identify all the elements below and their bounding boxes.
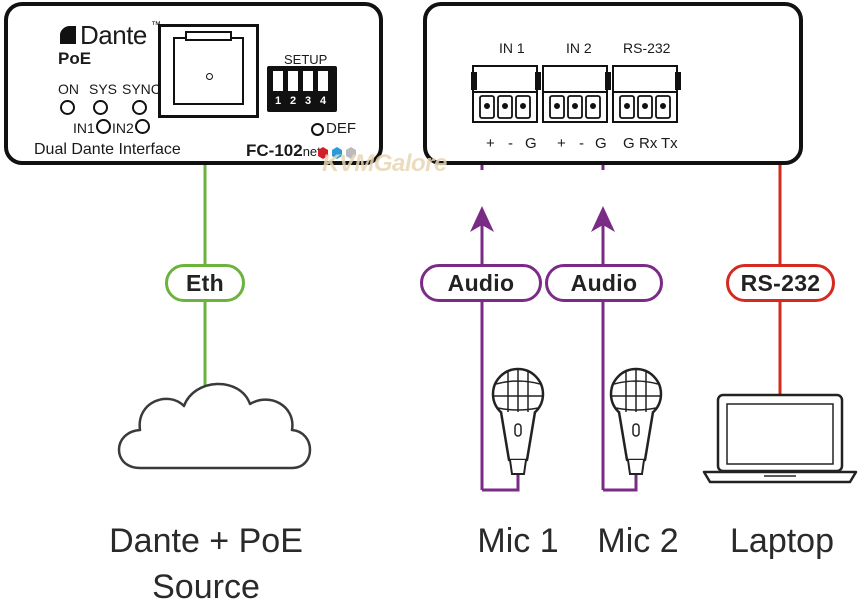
port-label-in2: IN 2	[566, 40, 592, 56]
def-label: DEF	[326, 120, 356, 137]
rs232-pill: RS-232	[726, 264, 835, 302]
led-label-sync: SYNC	[122, 81, 161, 97]
led-in2	[135, 119, 150, 134]
port-label-rs232: RS-232	[623, 40, 671, 56]
microphone-icon	[609, 367, 663, 475]
audio2-pill: Audio	[545, 264, 663, 302]
microphone-icon	[491, 367, 545, 475]
poe-label: PoE	[58, 49, 92, 68]
eth-pill: Eth	[165, 264, 245, 302]
pin-in2-minus: -	[579, 135, 584, 152]
pin-rs232-tx: Tx	[661, 135, 678, 152]
dip-number-2: 2	[290, 95, 297, 107]
trademark-mark: ™	[151, 20, 161, 31]
audio2-arrow-icon	[591, 206, 615, 232]
device-subtitle: Dual Dante Interface	[34, 141, 181, 158]
dip-number-1: 1	[275, 95, 282, 107]
dante-logo-icon	[60, 26, 76, 44]
source-caption: Dante + PoE Source	[90, 518, 322, 610]
dip-number-4: 4	[320, 95, 327, 107]
dante-brand: Dante	[80, 20, 147, 50]
terminal-device: IN 1 IN 2 RS-232 + - G + - G G	[423, 2, 803, 165]
model-suffix: net	[302, 144, 321, 159]
led-label-on: ON	[58, 81, 79, 97]
source-caption-line2: Source	[152, 568, 260, 606]
dip-switch-icon[interactable]	[267, 66, 337, 112]
pin-in1-plus: +	[486, 135, 495, 152]
audio1-cable-return	[482, 472, 520, 492]
pin-rs232-rx: Rx	[639, 135, 658, 152]
port-label-in1: IN 1	[499, 40, 525, 56]
led-on	[60, 100, 75, 115]
led-label-in2: IN2	[112, 120, 134, 136]
audio1-arrow-icon	[470, 206, 494, 232]
cloud-icon	[117, 382, 312, 470]
led-sys	[93, 100, 108, 115]
model-name: FC-102net	[246, 141, 321, 161]
pin-in1-minus: -	[508, 135, 513, 152]
mic2-caption: Mic 2	[597, 522, 679, 560]
pin-in2-ground: G	[595, 135, 607, 152]
mic1-caption: Mic 1	[477, 522, 559, 560]
def-button[interactable]	[311, 123, 324, 136]
pin-rs232-ground: G	[623, 135, 635, 152]
audio1-pill: Audio	[420, 264, 542, 302]
led-in1	[96, 119, 111, 134]
led-sync	[132, 100, 147, 115]
terminal-block-icon[interactable]	[471, 64, 691, 126]
source-caption-line1: Dante + PoE	[109, 522, 303, 560]
pin-in1-ground: G	[525, 135, 537, 152]
led-label-sys: SYS	[89, 81, 118, 97]
laptop-caption: Laptop	[730, 522, 834, 560]
watermark: KVMGalore	[322, 150, 447, 177]
hexagon-logo-icon	[318, 147, 356, 159]
audio2-cable-return	[603, 472, 638, 492]
setup-label: SETUP	[284, 52, 328, 67]
laptop-icon	[702, 393, 858, 484]
led-label-in1: IN1	[73, 120, 95, 136]
rj45-port-icon[interactable]	[158, 24, 259, 118]
fc-102net-device: Dante ™ PoE ON SYS SYNC IN1 IN2 Dual Dan…	[4, 2, 383, 165]
dip-number-3: 3	[305, 95, 312, 107]
pin-in2-plus: +	[557, 135, 566, 152]
model-number: FC-102	[246, 141, 303, 160]
